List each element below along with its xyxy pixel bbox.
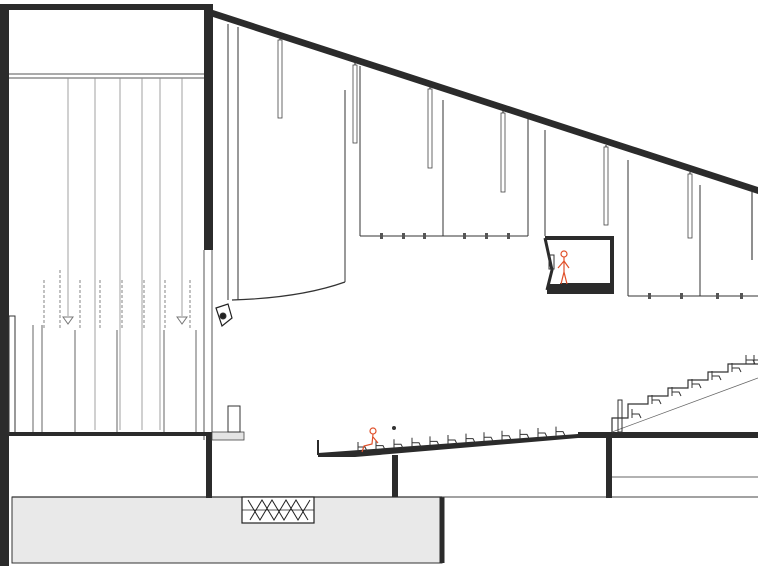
balcony-seats [631,355,758,419]
floor-light [392,426,396,430]
seat [375,440,386,450]
auditorium-roof [213,10,758,260]
acoustic-reflectors [215,24,758,328]
fly-tower [0,4,245,566]
seat [691,379,702,389]
seat [483,432,494,442]
stage-lift-truss [241,496,315,524]
foundation [11,496,758,564]
parterre-floor [317,432,758,498]
seat [429,436,440,446]
seat [537,428,548,438]
seat [501,430,512,441]
seat [411,437,422,448]
seat [447,435,458,445]
seat [711,371,722,381]
seat [671,387,682,397]
parterre-seats [357,426,566,452]
seat [753,355,758,364]
seat [731,363,742,373]
seat [465,433,476,443]
seat [519,429,530,439]
seat [651,395,662,405]
seat [555,426,566,436]
balcony-tiers [611,363,758,433]
control-booth [543,236,614,294]
seated-person [361,427,379,453]
seat [631,409,642,419]
standing-person [557,250,570,285]
seat [357,442,368,452]
seat [393,439,404,449]
